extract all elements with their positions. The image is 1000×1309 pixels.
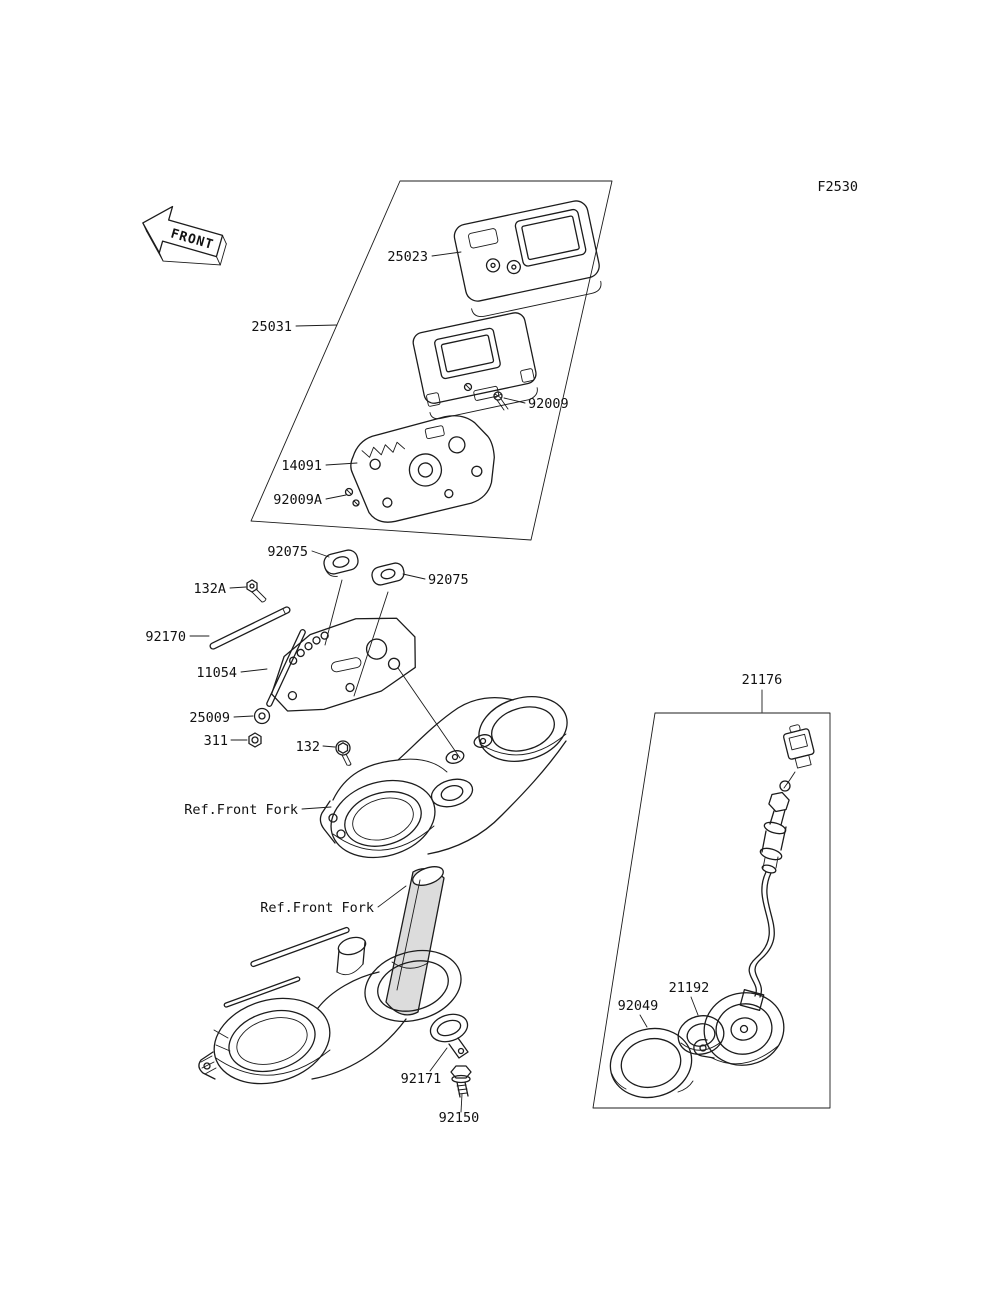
- bolt-132a-drawing: [246, 579, 267, 603]
- meter-case-drawing: [412, 312, 538, 420]
- damper-right-drawing: [371, 562, 405, 586]
- figure-code: F2530: [817, 179, 858, 195]
- part-callout-311: 311: [204, 733, 228, 749]
- part-callout-92170: 92170: [145, 629, 186, 645]
- part-callout-92009: 92009: [528, 396, 569, 412]
- bolt-92150-drawing: [450, 1065, 472, 1098]
- ring-92049-drawing: [609, 1027, 694, 1099]
- front-direction-arrow-icon: FRONT: [142, 205, 227, 266]
- part-callout-14091: 14091: [281, 458, 322, 474]
- lower-triple-clamp-drawing: [198, 866, 462, 1085]
- bolt-132-drawing: [335, 740, 352, 766]
- nut-311-drawing: [248, 732, 262, 748]
- part-callout-92171: 92171: [401, 1071, 442, 1087]
- damper-left-drawing: [323, 549, 359, 577]
- part-callout-21176: 21176: [742, 672, 783, 688]
- rod-92170-drawing: [209, 606, 291, 650]
- meter-group-outline: [250, 180, 613, 541]
- part-callouts: 25023 25031 92009 14091 92009A 92075 920…: [145, 249, 782, 1126]
- part-callout-92075-right: 92075: [428, 572, 469, 588]
- meter-bracket-drawing: [350, 415, 495, 523]
- part-callout-92009a: 92009A: [273, 492, 322, 508]
- reference-label-front-fork-upper: Ref.Front Fork: [184, 802, 298, 818]
- part-callout-25023: 25023: [387, 249, 428, 265]
- meter-stay-drawing: [266, 617, 416, 712]
- part-callout-11054: 11054: [196, 665, 237, 681]
- screw-92009a-drawing: [344, 487, 360, 507]
- part-callout-92075-left: 92075: [267, 544, 308, 560]
- assembly-guide-lines: [324, 579, 461, 759]
- part-callout-132a: 132A: [193, 581, 226, 597]
- washer-25009-drawing: [253, 707, 271, 725]
- part-callout-21192: 21192: [669, 980, 710, 996]
- part-callout-132: 132: [296, 739, 320, 755]
- reference-label-front-fork-lower: Ref.Front Fork: [260, 900, 374, 916]
- ring-21192-drawing: [677, 1015, 725, 1055]
- speed-sensor-drawing: [693, 724, 815, 1066]
- leader-lines: [189, 251, 763, 1113]
- part-callout-25031: 25031: [251, 319, 292, 335]
- part-callout-92150: 92150: [439, 1110, 480, 1126]
- cable-clamp-drawing: [429, 1013, 469, 1059]
- upper-triple-clamp-drawing: [319, 696, 568, 859]
- part-callout-92049: 92049: [618, 998, 659, 1014]
- part-callout-25009: 25009: [189, 710, 230, 726]
- meter-assembly-drawing: [453, 200, 602, 317]
- screw-92009-drawing: [463, 382, 509, 411]
- sensor-group-outline: [592, 712, 831, 1109]
